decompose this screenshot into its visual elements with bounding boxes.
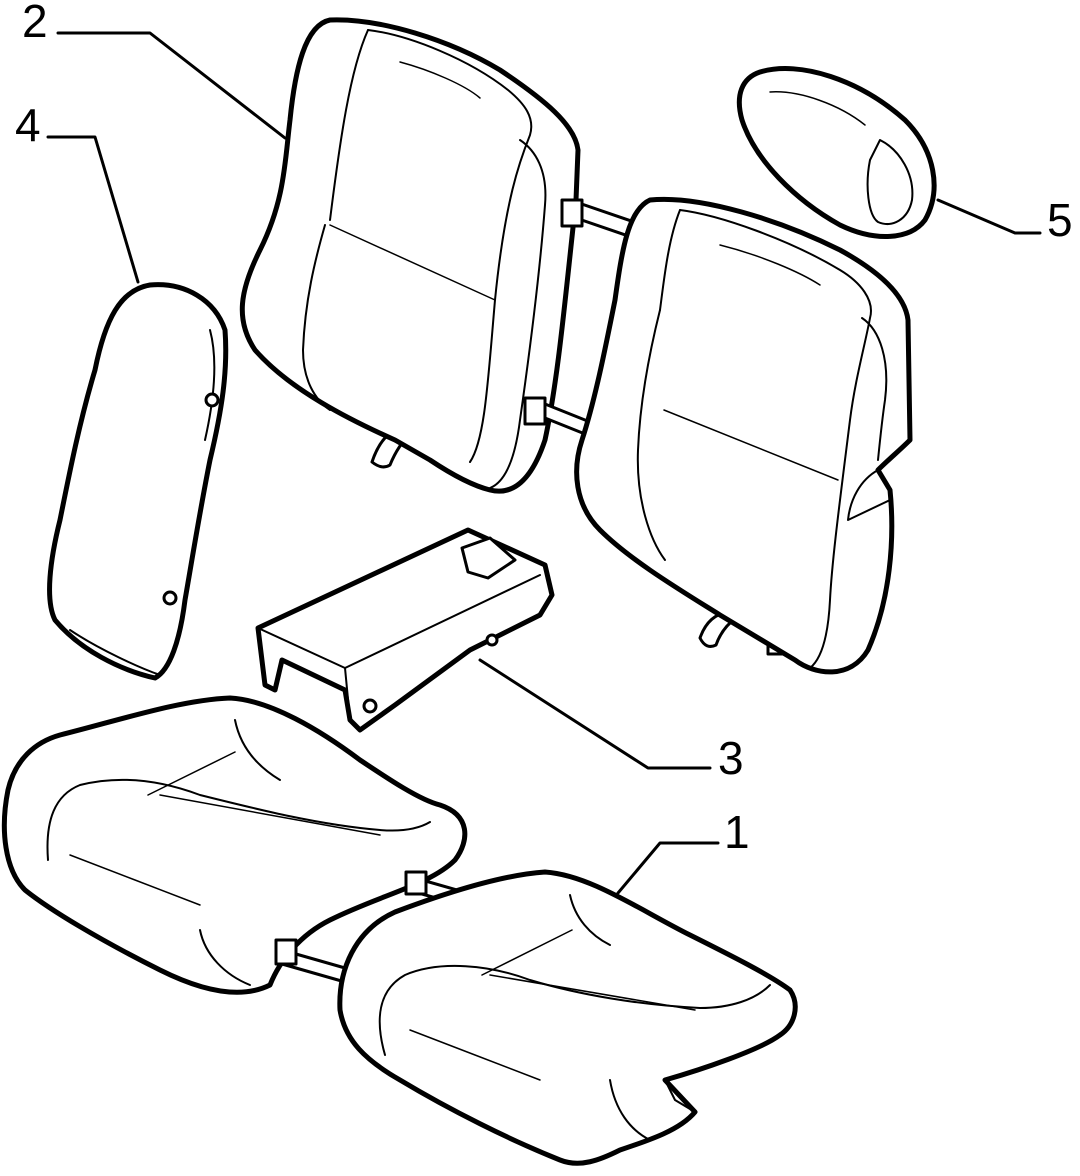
headrest xyxy=(736,66,937,239)
callout-2: 2 xyxy=(22,0,48,47)
leader-lines xyxy=(46,31,1042,895)
leader-5 xyxy=(936,198,1042,235)
leader-2 xyxy=(56,31,287,140)
left-seat-back xyxy=(239,17,581,494)
leader-1 xyxy=(616,841,720,895)
callout-1: 1 xyxy=(724,806,750,858)
callout-4: 4 xyxy=(15,99,41,151)
callout-3: 3 xyxy=(718,732,744,784)
right-seat-back xyxy=(574,196,913,675)
leader-3 xyxy=(478,658,712,770)
armrest xyxy=(255,527,555,733)
leader-4 xyxy=(46,135,140,284)
left-seat-cushion xyxy=(1,695,468,995)
callout-5: 5 xyxy=(1047,194,1073,246)
right-seat-cushion xyxy=(337,869,798,1166)
side-bolster xyxy=(47,282,229,681)
